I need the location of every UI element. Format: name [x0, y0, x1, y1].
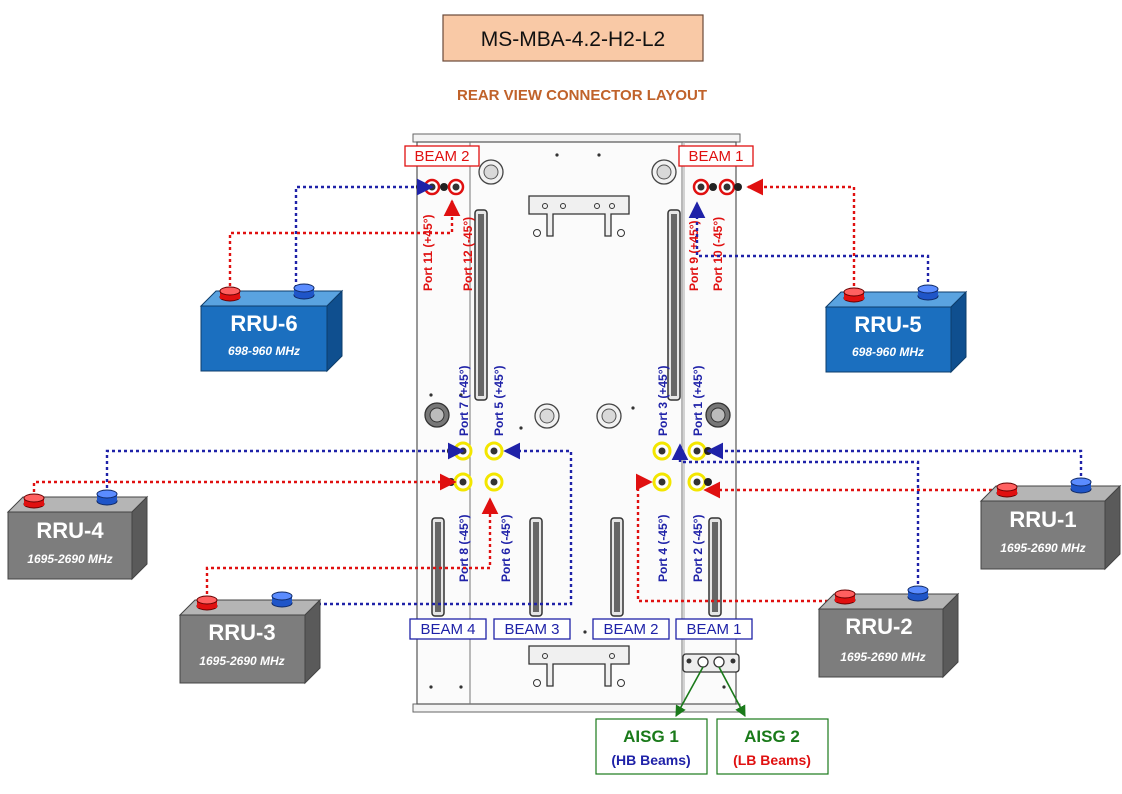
rru-4-unit: RRU-4 1695-2690 MHz [6, 489, 149, 581]
beam-label-bottom-3: BEAM 3 [493, 618, 571, 640]
port-10-label: Port 10 (-45°) [711, 217, 725, 291]
page-subtitle: REAR VIEW CONNECTOR LAYOUT [457, 87, 707, 104]
port-12-label: Port 12 (-45°) [461, 217, 475, 291]
cable-rru2-port3 [671, 443, 920, 590]
cable-rru4-port7 [105, 442, 465, 494]
aisg-1-name: AISG 1 [623, 727, 679, 746]
cable-rru6-port11 [294, 178, 434, 288]
rru-6-unit: RRU-6 698-960 MHz [199, 283, 344, 373]
aisg-1-sub: (HB Beams) [611, 752, 690, 768]
port-9-label: Port 9 (+45°) [687, 221, 701, 292]
rru-4-band: 1695-2690 MHz [27, 552, 112, 566]
rru-2-unit: RRU-2 1695-2690 MHz [817, 585, 960, 679]
rru-3-name: RRU-3 [208, 620, 275, 645]
svg-text:BEAM 3: BEAM 3 [504, 621, 559, 638]
cable-rru3-port6 [205, 497, 499, 600]
aisg-2-box: AISG 2 (LB Beams) [716, 718, 829, 775]
rru-6-band: 698-960 MHz [228, 344, 300, 358]
cable-rru3-port5 [282, 442, 573, 606]
aisg-1-box: AISG 1 (HB Beams) [595, 718, 708, 775]
aisg-connector-plate [682, 653, 740, 673]
port-11-label: Port 11 (+45°) [421, 214, 435, 291]
port-5-label: Port 5 (+45°) [492, 366, 506, 437]
rru-4-name: RRU-4 [36, 518, 104, 543]
cable-rru6-port12 [228, 199, 461, 292]
port-2-label: Port 2 (-45°) [691, 515, 705, 582]
beam-label-bottom-1: BEAM 1 [675, 618, 753, 640]
rru-2-name: RRU-2 [845, 614, 912, 639]
cable-rru1-port2 [703, 481, 1009, 499]
beam-label-top-left: BEAM 2 [404, 145, 480, 167]
beam-label-bottom-4: BEAM 4 [409, 618, 487, 640]
svg-text:BEAM 1: BEAM 1 [686, 621, 741, 638]
page-title: MS-MBA-4.2-H2-L2 [481, 28, 665, 51]
port-7-label: Port 7 (+45°) [457, 366, 471, 437]
rru-2-band: 1695-2690 MHz [840, 650, 925, 664]
rru-1-band: 1695-2690 MHz [1000, 541, 1085, 555]
aisg-2-sub: (LB Beams) [733, 752, 811, 768]
cable-rru1-port1 [706, 442, 1083, 482]
rru-1-name: RRU-1 [1009, 507, 1076, 532]
aisg-cables [675, 666, 746, 717]
beam-label-bottom-2: BEAM 2 [592, 618, 670, 640]
rru-1-unit: RRU-1 1695-2690 MHz [979, 477, 1122, 571]
svg-text:BEAM 4: BEAM 4 [420, 621, 475, 638]
cable-rru5-port10 [746, 178, 856, 292]
aisg-2-name: AISG 2 [744, 727, 800, 746]
port-4-label: Port 4 (-45°) [656, 515, 670, 582]
rru-5-band: 698-960 MHz [852, 345, 924, 359]
beam-label-top-right: BEAM 1 [678, 145, 754, 167]
rru-5-name: RRU-5 [854, 312, 921, 337]
rru-5-unit: RRU-5 698-960 MHz [824, 284, 968, 374]
svg-text:BEAM 2: BEAM 2 [414, 148, 469, 165]
port-6-label: Port 6 (-45°) [499, 515, 513, 582]
port-labels: Port 11 (+45°) Port 12 (-45°) Port 9 (+4… [421, 214, 725, 582]
port-8-label: Port 8 (-45°) [457, 515, 471, 582]
cable-rru5-port9 [688, 201, 930, 288]
connectors-top-right [692, 178, 742, 196]
cable-rru4-port8 [32, 473, 457, 498]
rru-3-unit: RRU-3 1695-2690 MHz [178, 591, 322, 685]
rru-3-band: 1695-2690 MHz [199, 654, 284, 668]
cables [32, 178, 1083, 606]
rru-6-name: RRU-6 [230, 311, 297, 336]
svg-text:BEAM 1: BEAM 1 [688, 148, 743, 165]
port-1-label: Port 1 (+45°) [691, 366, 705, 437]
svg-text:BEAM 2: BEAM 2 [603, 621, 658, 638]
port-3-label: Port 3 (+45°) [656, 366, 670, 437]
antenna-rear-panel [412, 133, 741, 713]
title-box: MS-MBA-4.2-H2-L2 [442, 14, 704, 62]
cable-rru2-port4 [635, 473, 847, 603]
